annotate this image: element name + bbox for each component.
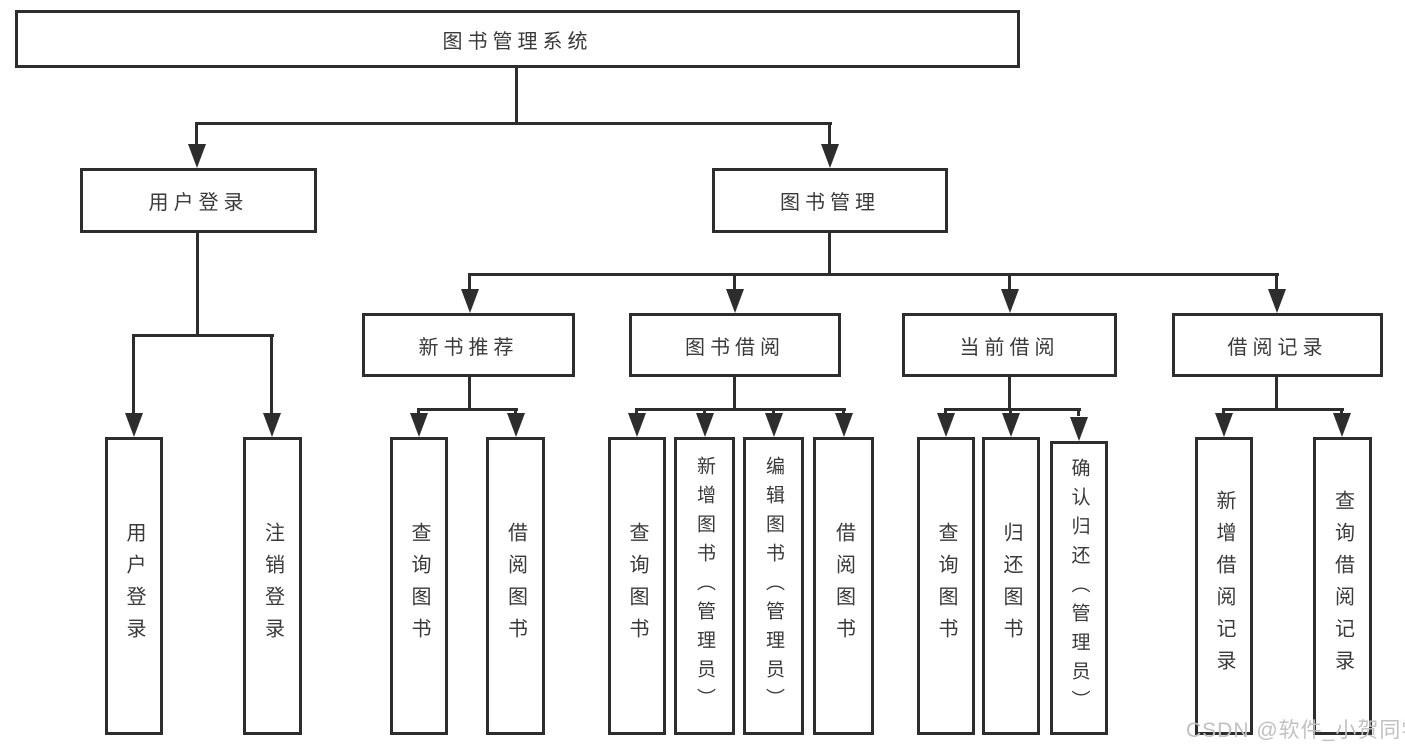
node-label: 新书推荐 [418, 336, 519, 359]
watermark: CSDN @软件_小贺同学 [1186, 719, 1405, 742]
node-root-system: 图书管理系统 [15, 10, 1020, 68]
connector-line [842, 408, 845, 416]
node-label: 借阅记录 [1227, 336, 1328, 359]
connector-line [635, 408, 638, 416]
connector-arrow-down-icon [507, 413, 525, 437]
connector-arrow-down-icon [410, 413, 428, 437]
leaf-user-login: 用户登录 [105, 437, 163, 735]
connector-arrow-down-icon [1070, 417, 1088, 441]
connector-line [1009, 408, 1012, 416]
connector-line [196, 233, 199, 334]
connector-arrow-down-icon [628, 413, 646, 437]
connector-line [468, 273, 1279, 276]
connector-line [944, 408, 947, 416]
connector-arrow-down-icon [835, 413, 853, 437]
connector-arrow-down-icon [188, 144, 206, 168]
connector-line [132, 334, 135, 413]
connector-arrow-down-icon [1333, 413, 1351, 437]
connector-line [468, 273, 471, 289]
node-current-borrow: 当前借阅 [902, 313, 1117, 377]
connector-line [1008, 377, 1011, 408]
connector-line [417, 408, 420, 416]
connector-line [733, 377, 736, 408]
connector-arrow-down-icon [726, 289, 744, 313]
connector-line [515, 68, 518, 122]
connector-line [195, 122, 832, 125]
connector-line [1340, 408, 1343, 416]
connector-arrow-down-icon [1001, 289, 1019, 313]
node-label: 新增借阅记录 [1213, 490, 1235, 682]
leaf-query-books-borrow: 查询图书 [608, 437, 666, 735]
leaf-add-borrow-record: 新增借阅记录 [1195, 437, 1253, 735]
leaf-logout: 注销登录 [243, 437, 302, 735]
connector-line [1077, 408, 1080, 416]
connector-arrow-down-icon [765, 413, 783, 437]
node-user-login-branch: 用户登录 [80, 168, 317, 233]
connector-line [944, 408, 1081, 411]
node-label: 图书管理 [780, 192, 880, 214]
leaf-query-borrow-record: 查询借阅记录 [1313, 437, 1372, 735]
connector-arrow-down-icon [1268, 289, 1286, 313]
node-label: 注销登录 [261, 522, 284, 650]
connector-line [828, 233, 831, 273]
connector-line [1222, 408, 1225, 416]
connector-line [828, 122, 831, 146]
connector-line [1275, 377, 1278, 408]
node-label: 查询图书 [935, 522, 957, 650]
connector-line [468, 377, 471, 408]
connector-arrow-down-icon [1002, 413, 1020, 437]
node-label: 图书管理系统 [442, 30, 593, 53]
connector-arrow-down-icon [821, 144, 839, 168]
node-label: 查询图书 [408, 522, 430, 650]
connector-arrow-down-icon [125, 413, 143, 437]
connector-line [417, 408, 518, 411]
node-new-book-recommend: 新书推荐 [362, 313, 575, 377]
connector-arrow-down-icon [461, 289, 479, 313]
node-label: 编辑图书（管理员） [763, 455, 784, 717]
node-label: 当前借阅 [959, 336, 1060, 359]
node-label: 借阅图书 [832, 522, 855, 650]
node-label: 查询图书 [626, 522, 648, 650]
node-book-management-branch: 图书管理 [712, 168, 948, 233]
node-label: 确认归还（管理员） [1068, 457, 1090, 719]
leaf-add-books-admin: 新增图书（管理员） [674, 437, 735, 735]
node-borrow-record: 借阅记录 [1172, 313, 1383, 377]
connector-line [514, 408, 517, 416]
leaf-query-books-current: 查询图书 [917, 437, 975, 735]
connector-line [703, 408, 706, 416]
leaf-edit-books-admin: 编辑图书（管理员） [743, 437, 804, 735]
connector-arrow-down-icon [696, 413, 714, 437]
node-label: 用户登录 [148, 192, 249, 214]
leaf-return-books: 归还图书 [982, 437, 1040, 735]
node-label: 用户登录 [123, 522, 145, 650]
leaf-query-books-recommend: 查询图书 [390, 437, 448, 735]
connector-line [1275, 273, 1278, 289]
connector-line [270, 334, 273, 413]
node-label: 归还图书 [1000, 522, 1022, 650]
leaf-confirm-return-admin: 确认归还（管理员） [1050, 441, 1108, 735]
connector-line [1008, 273, 1011, 289]
connector-line [1222, 408, 1344, 411]
connector-line [635, 408, 846, 411]
node-label: 借阅图书 [504, 522, 527, 650]
connector-arrow-down-icon [263, 413, 281, 437]
connector-line [195, 122, 198, 146]
leaf-borrow-books-recommend: 借阅图书 [486, 437, 545, 735]
connector-line [772, 408, 775, 416]
node-label: 查询借阅记录 [1331, 490, 1354, 682]
connector-arrow-down-icon [1215, 413, 1233, 437]
leaf-borrow-books: 借阅图书 [813, 437, 874, 735]
connector-line [733, 273, 736, 289]
connector-line [132, 334, 274, 337]
node-label: 图书借阅 [685, 336, 785, 359]
node-label: 新增图书（管理员） [694, 455, 715, 717]
node-book-borrow: 图书借阅 [629, 313, 841, 377]
connector-arrow-down-icon [937, 413, 955, 437]
